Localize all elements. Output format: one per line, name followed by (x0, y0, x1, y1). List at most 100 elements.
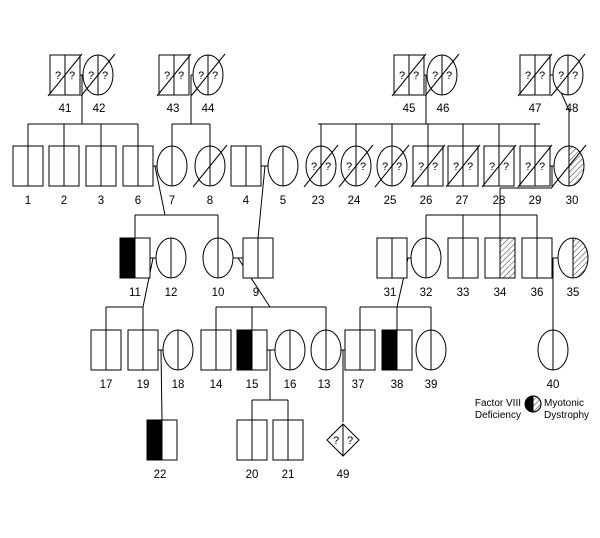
individual-24: ??24 (338, 144, 374, 207)
individual-44: ??44 (190, 53, 226, 115)
legend-factor-viii-line2: Deficiency (475, 410, 521, 421)
unknown-mark: ? (88, 70, 94, 82)
unknown-mark: ? (558, 70, 564, 82)
individual-43: ??43 (156, 53, 192, 115)
individual-label: 3 (98, 195, 104, 207)
unknown-mark: ? (346, 161, 352, 173)
deceased-slash (303, 144, 339, 188)
individual-14: 14 (200, 329, 232, 391)
deceased-slash (338, 144, 374, 188)
individual-2: 2 (48, 145, 80, 207)
deceased-slash (551, 144, 587, 188)
individual-label: 15 (246, 379, 259, 391)
deceased-slash (481, 144, 517, 188)
individual-19: 19 (127, 329, 159, 391)
deceased-slash (410, 144, 446, 188)
deceased-slash (374, 144, 410, 188)
individual-label: 13 (318, 379, 331, 391)
individual-label: 31 (384, 287, 397, 299)
unknown-mark: ? (164, 70, 170, 82)
individual-27: ??27 (445, 144, 481, 207)
factor-viii-shading (147, 420, 162, 460)
individual-label: 5 (280, 195, 286, 207)
unknown-mark: ? (69, 70, 75, 82)
individual-40: 40 (537, 329, 569, 391)
unknown-mark: ? (525, 161, 531, 173)
individual-label: 39 (425, 379, 438, 391)
unknown-mark: ? (325, 161, 331, 173)
deceased-slash (80, 53, 116, 97)
factor-viii-shading (120, 238, 135, 278)
unknown-mark: ? (418, 161, 424, 173)
unknown-mark: ? (467, 161, 473, 173)
individual-4: 4 (230, 145, 262, 207)
deceased-slash (47, 53, 83, 97)
individual-6: 6 (122, 145, 154, 207)
dystrophy-hatch (573, 238, 588, 278)
individual-28: ??28 (481, 144, 517, 207)
individual-3: 3 (85, 145, 117, 207)
individual-label: 14 (210, 379, 223, 391)
unknown-mark: ? (572, 70, 578, 82)
individual-label: 44 (202, 103, 215, 115)
deceased-slash (445, 144, 481, 188)
deceased-slash (156, 53, 192, 97)
individual-10: 10 (202, 237, 234, 299)
descent-line (257, 165, 266, 239)
individual-33: 33 (447, 237, 479, 299)
individual-17: 17 (90, 329, 122, 391)
individual-label: 6 (135, 195, 141, 207)
individual-label: 17 (100, 379, 113, 391)
individual-label: 12 (165, 287, 178, 299)
individual-label: 25 (384, 195, 397, 207)
individual-label: 24 (348, 195, 361, 207)
deceased-slash (192, 144, 228, 188)
individual-label: 43 (167, 103, 180, 115)
individual-45: ?? 45 (391, 53, 427, 115)
descent-line (142, 257, 154, 308)
individual-13: 13 (310, 329, 342, 391)
individual-label: 18 (172, 379, 185, 391)
individual-36: 36 (521, 237, 553, 299)
individual-label: 40 (547, 379, 560, 391)
individual-18: 18 (162, 329, 194, 391)
individual-label: 35 (567, 287, 580, 299)
individual-label: 42 (93, 103, 106, 115)
individual-35: 35 (557, 237, 589, 299)
individual-12: 12 (155, 237, 187, 299)
individual-label: 45 (403, 103, 416, 115)
individual-label: 48 (566, 103, 579, 115)
factor-viii-shading (382, 330, 397, 370)
individual-47: ??47 (517, 53, 553, 115)
individual-label: 23 (312, 195, 325, 207)
legend-dystrophy-line2: Dystrophy (544, 410, 589, 421)
unknown-mark: ? (489, 161, 495, 173)
dystrophy-hatch (569, 146, 584, 186)
individual-20: 20 (236, 419, 268, 481)
individual-label: 16 (284, 379, 297, 391)
individual-label: 9 (253, 287, 259, 299)
individual-label: 30 (566, 195, 579, 207)
individual-label: 10 (212, 287, 225, 299)
unknown-mark: ? (399, 70, 405, 82)
individual-34: 34 (484, 237, 516, 299)
legend-dystrophy-line1: Myotonic (544, 398, 584, 409)
deceased-slash (550, 53, 586, 97)
individual-11: 11 (119, 237, 151, 299)
individual-label: 7 (169, 195, 175, 207)
unknown-mark: ? (333, 435, 339, 447)
factor-viii-shading (237, 330, 252, 370)
unknown-mark: ? (413, 70, 419, 82)
individual-37: 37 (344, 329, 376, 391)
dystrophy-hatch (499, 237, 516, 279)
unknown-mark: ? (539, 70, 545, 82)
legend-factor-viii-line1: Factor VIII (475, 398, 521, 409)
individual-label: 8 (207, 195, 213, 207)
individual-label: 38 (391, 379, 404, 391)
unknown-mark: ? (396, 161, 402, 173)
unknown-mark: ? (382, 161, 388, 173)
deceased-slash (517, 53, 553, 97)
individual-label: 41 (59, 103, 72, 115)
